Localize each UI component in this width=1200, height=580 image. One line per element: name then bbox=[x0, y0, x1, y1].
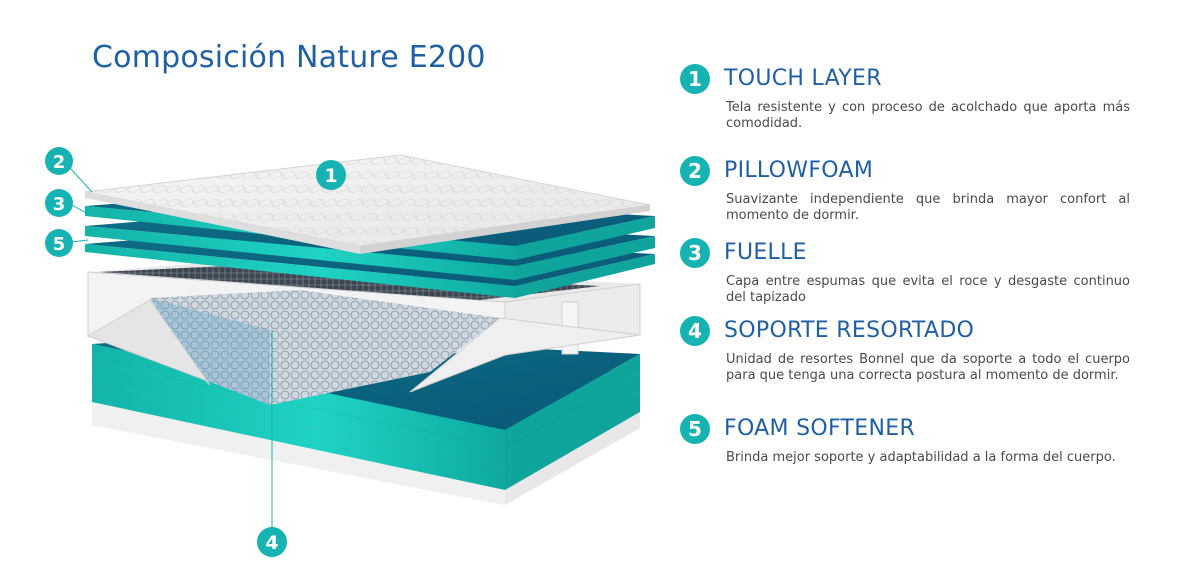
feature-header: 1 TOUCH LAYER bbox=[680, 64, 1140, 98]
page-title: Composición Nature E200 bbox=[92, 40, 486, 75]
number-badge: 1 bbox=[680, 64, 710, 94]
feature-pillowfoam: 2 PILLOWFOAM Suavizante independiente qu… bbox=[680, 156, 1140, 224]
feature-title: PILLOWFOAM bbox=[724, 158, 874, 183]
spring-unit bbox=[86, 262, 641, 405]
feature-soporte-resortado: 4 SOPORTE RESORTADO Unidad de resortes B… bbox=[680, 316, 1140, 384]
feature-description: Capa entre espumas que evita el roce y d… bbox=[726, 274, 1130, 305]
svg-text:3: 3 bbox=[53, 194, 66, 215]
feature-title: FOAM SOFTENER bbox=[724, 416, 916, 441]
svg-text:2: 2 bbox=[53, 152, 66, 173]
callout-badge-1: 1 bbox=[316, 160, 346, 190]
feature-header: 3 FUELLE bbox=[680, 238, 1140, 272]
number-badge: 4 bbox=[680, 316, 710, 346]
number-badge: 5 bbox=[680, 414, 710, 444]
svg-text:4: 4 bbox=[265, 532, 278, 554]
callout-badge-5: 5 bbox=[45, 229, 73, 257]
touch-layer bbox=[84, 154, 651, 254]
feature-description: Suavizante independiente que brinda mayo… bbox=[726, 192, 1130, 223]
svg-text:1: 1 bbox=[324, 165, 337, 187]
feature-description: Tela resistente y con proceso de acolcha… bbox=[726, 100, 1130, 131]
feature-description: Unidad de resortes Bonnel que da soporte… bbox=[726, 352, 1130, 383]
feature-header: 5 FOAM SOFTENER bbox=[680, 414, 1140, 448]
number-badge: 2 bbox=[680, 156, 710, 186]
feature-header: 4 SOPORTE RESORTADO bbox=[680, 316, 1140, 350]
feature-touch-layer: 1 TOUCH LAYER Tela resistente y con proc… bbox=[680, 64, 1140, 132]
feature-fuelle: 3 FUELLE Capa entre espumas que evita el… bbox=[680, 238, 1140, 306]
callout-badge-4: 4 bbox=[257, 527, 287, 557]
feature-title: TOUCH LAYER bbox=[724, 66, 882, 91]
svg-text:5: 5 bbox=[53, 234, 66, 255]
feature-header: 2 PILLOWFOAM bbox=[680, 156, 1140, 190]
callout-badge-2: 2 bbox=[45, 147, 73, 175]
number-badge: 3 bbox=[680, 238, 710, 268]
mattress-illustration: 1 2 3 5 4 bbox=[45, 147, 655, 557]
callout-lines bbox=[69, 167, 273, 540]
feature-foam-softener: 5 FOAM SOFTENER Brinda mejor soporte y a… bbox=[680, 414, 1140, 466]
callout-badge-3: 3 bbox=[45, 189, 73, 217]
feature-description: Brinda mejor soporte y adaptabilidad a l… bbox=[726, 450, 1116, 465]
feature-title: FUELLE bbox=[724, 240, 807, 265]
feature-title: SOPORTE RESORTADO bbox=[724, 318, 975, 343]
